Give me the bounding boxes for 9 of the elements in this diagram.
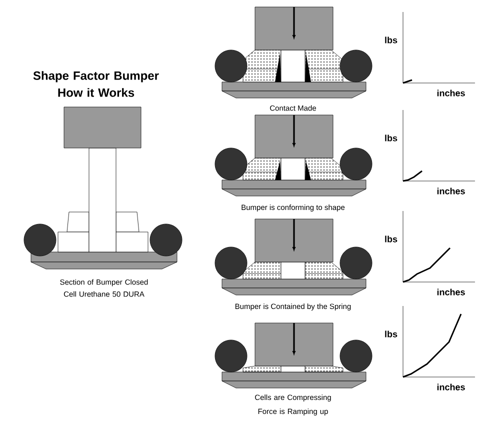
axis-label: lbs	[385, 36, 398, 44]
axis-label: inches	[437, 188, 465, 194]
title: Shape Factor Bumper How it Works	[33, 71, 159, 97]
axis-label: inches	[437, 288, 465, 296]
axis-label: lbs	[385, 134, 398, 142]
axis-label: inches	[437, 90, 465, 96]
axis-label: inches	[437, 384, 465, 390]
axis-label: lbs	[385, 330, 398, 338]
axis-label: lbs	[385, 236, 398, 242]
